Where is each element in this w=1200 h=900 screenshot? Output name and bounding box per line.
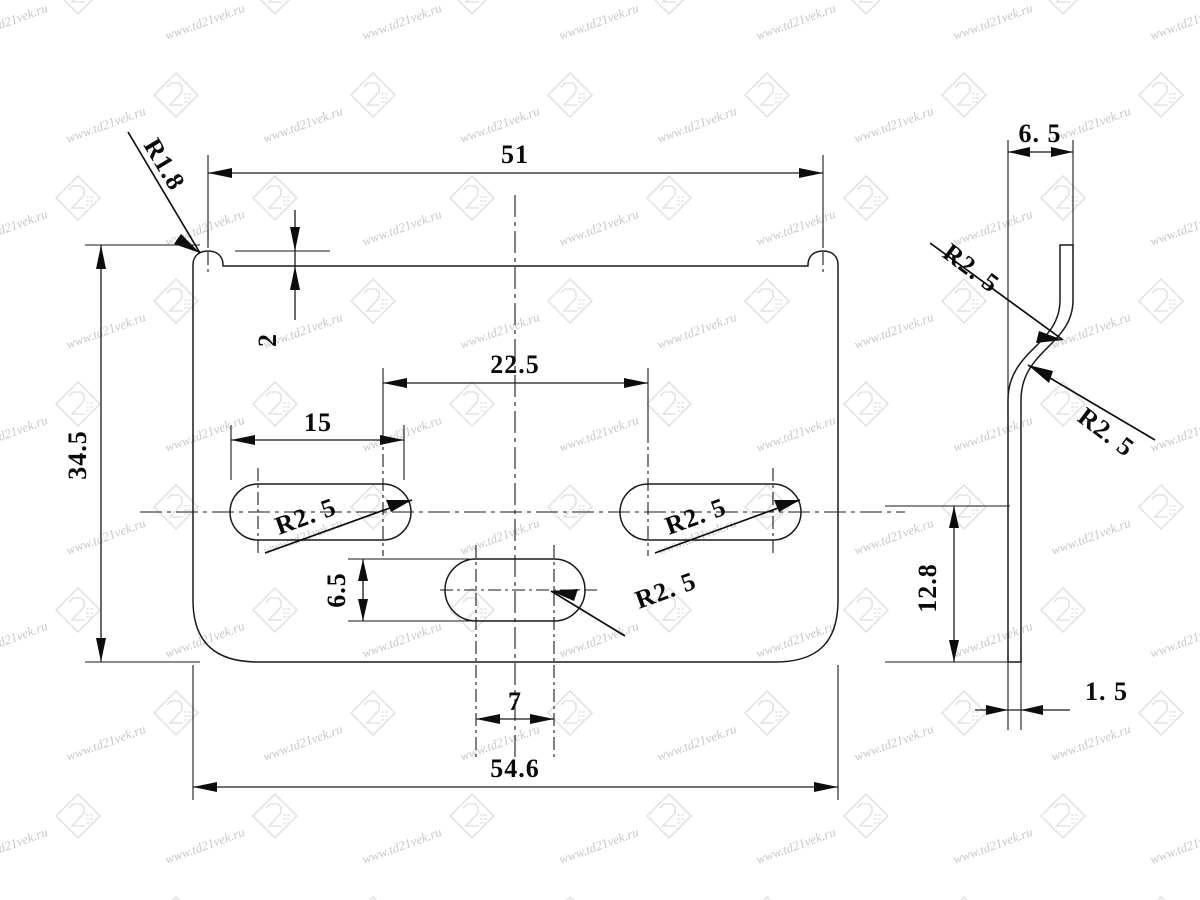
dim-material-thickness: 1. 5 bbox=[1085, 677, 1128, 706]
arrow-15-right bbox=[380, 435, 404, 445]
arrow-r18 bbox=[174, 234, 200, 253]
arrow-2-top bbox=[290, 227, 300, 251]
leader-r25-side-top bbox=[929, 242, 1064, 341]
arrow-345-top bbox=[96, 245, 106, 269]
arrow-r25-left bbox=[386, 500, 412, 512]
arrow-2-bottom bbox=[290, 266, 300, 290]
arrow-15t-left bbox=[986, 705, 1008, 715]
dim-corner-radius-top: R1.8 bbox=[138, 133, 191, 195]
front-view-outline bbox=[192, 250, 839, 663]
leader-r25-center bbox=[550, 590, 626, 637]
leader-r18 bbox=[127, 131, 201, 254]
arrow-225-right bbox=[624, 378, 648, 388]
arrow-r25-side-bottom bbox=[1028, 365, 1053, 383]
dim-center-slot-width: 7 bbox=[508, 687, 522, 716]
slot-left bbox=[229, 483, 412, 541]
dim-slot-pitch: 22.5 bbox=[490, 350, 540, 379]
arrow-r25-side-top bbox=[1036, 331, 1063, 343]
dim-side-flange-width: 6. 5 bbox=[1019, 119, 1062, 148]
dim-left-height: 34.5 bbox=[63, 430, 92, 480]
dim-overall-width: 54.6 bbox=[490, 754, 540, 783]
arrow-546-left bbox=[193, 782, 217, 792]
arrow-345-bottom bbox=[96, 638, 106, 662]
arrow-65v-top bbox=[358, 559, 368, 581]
arrow-128-top bbox=[949, 506, 959, 528]
dim-slot-left-width: 15 bbox=[304, 408, 332, 437]
dim-notch-depth: 2 bbox=[253, 333, 282, 347]
arrow-65h-right bbox=[1051, 147, 1073, 157]
arrow-546-right bbox=[814, 782, 838, 792]
arrow-7-right bbox=[530, 714, 554, 724]
arrow-51-left bbox=[208, 168, 232, 178]
arrow-225-left bbox=[383, 378, 407, 388]
dim-slot-radius-center: R2. 5 bbox=[631, 566, 700, 615]
dim-side-lower-height: 12.8 bbox=[913, 563, 942, 613]
dim-slot-radius-left: R2. 5 bbox=[271, 492, 340, 541]
arrow-7-left bbox=[476, 714, 500, 724]
arrow-128-bottom bbox=[949, 640, 959, 662]
side-view-inner-edge bbox=[1007, 244, 1061, 663]
arrow-15t-right bbox=[1021, 705, 1043, 715]
side-view-outer-edge bbox=[1020, 244, 1074, 663]
dim-top-width: 51 bbox=[501, 140, 529, 169]
arrow-51-right bbox=[799, 168, 823, 178]
dim-slot-radius-right: R2. 5 bbox=[661, 492, 730, 541]
dim-center-slot-height: 6.5 bbox=[322, 572, 351, 608]
arrow-r25-center bbox=[551, 589, 578, 601]
arrow-65v-bottom bbox=[358, 599, 368, 621]
arrow-65h-left bbox=[1008, 147, 1030, 157]
arrow-r25-right bbox=[774, 500, 800, 512]
arrow-15-left bbox=[231, 435, 255, 445]
